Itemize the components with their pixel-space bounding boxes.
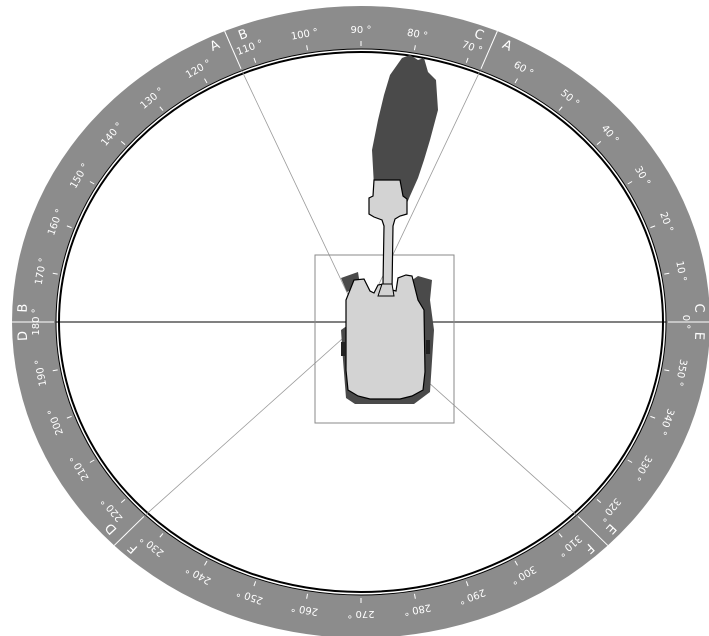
degree-tick — [514, 78, 518, 84]
degree-tick — [514, 560, 518, 566]
sector-letter: E — [691, 331, 706, 340]
ring-divider — [480, 30, 498, 70]
right-track-marker — [426, 340, 430, 354]
degree-label: 100 ° — [290, 27, 319, 43]
degree-tick — [306, 593, 309, 599]
degree-tick — [159, 106, 164, 111]
degree-label: 80 ° — [406, 28, 428, 42]
degree-label: 0 ° — [680, 315, 691, 330]
sector-line — [241, 70, 362, 323]
degree-label: 190 ° — [34, 358, 50, 387]
sector-letter: B — [16, 303, 31, 313]
degree-tick — [89, 459, 95, 463]
degree-tick — [413, 593, 416, 599]
degree-label: 180 ° — [31, 308, 42, 335]
degree-label: 90 ° — [351, 25, 372, 36]
ring-divider — [224, 30, 242, 70]
sector-line — [360, 70, 481, 323]
degree-tick — [627, 459, 633, 463]
degree-label: 260 ° — [290, 601, 319, 617]
degree-tick — [204, 560, 208, 566]
degree-tick — [413, 45, 416, 51]
degree-label: 270 ° — [347, 608, 374, 619]
ring-divider — [113, 516, 145, 546]
degree-tick — [306, 45, 309, 51]
degree-tick — [66, 225, 72, 229]
degree-tick — [52, 272, 58, 275]
sector-letter: C — [691, 303, 706, 313]
sector-lines — [12, 30, 709, 546]
degree-tick — [120, 140, 126, 145]
degree-tick — [664, 272, 670, 275]
degree-tick — [558, 533, 563, 538]
degree-label: 10 ° — [673, 260, 687, 282]
degree-tick — [120, 499, 126, 504]
ring-divider — [577, 516, 609, 546]
degree-tick — [253, 57, 257, 63]
degree-tick — [627, 181, 633, 185]
degree-tick — [159, 533, 164, 538]
arm-shadow — [372, 55, 438, 210]
degree-label: 350 ° — [673, 358, 689, 387]
degree-tick — [66, 415, 72, 419]
left-track-marker — [341, 342, 345, 356]
degree-tick — [204, 78, 208, 84]
degree-tick — [596, 140, 602, 145]
sector-letter: D — [16, 331, 31, 342]
machine-top-view — [341, 55, 438, 404]
degree-tick — [650, 225, 656, 229]
degree-tick — [89, 181, 95, 185]
degree-tick — [253, 581, 257, 587]
degree-tick — [465, 581, 469, 587]
degree-tick — [596, 499, 602, 504]
degree-tick — [465, 57, 469, 63]
degree-tick — [664, 369, 670, 372]
degree-label: 280 ° — [403, 601, 432, 617]
degree-label: 170 ° — [34, 257, 50, 286]
boom-hinge — [377, 283, 395, 297]
degree-tick — [650, 415, 656, 419]
degree-tick — [558, 106, 563, 111]
degree-tick — [52, 369, 58, 372]
sector-line — [145, 321, 362, 516]
